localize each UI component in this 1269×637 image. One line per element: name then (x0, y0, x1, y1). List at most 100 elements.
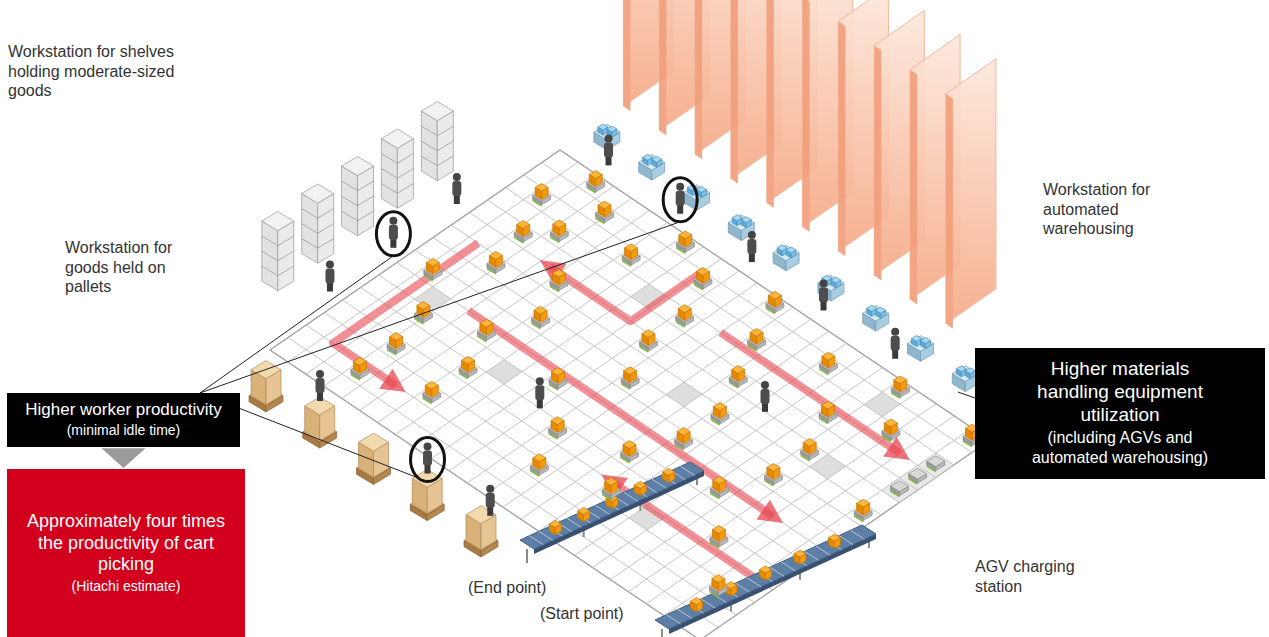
benefit-box: Higher materials handling equipment util… (975, 348, 1265, 479)
agv-robot (694, 268, 712, 290)
conveyor-roller (681, 466, 695, 475)
shelf-level (421, 126, 453, 136)
benefit-box: Higher worker productivity(minimal idle … (7, 393, 240, 447)
worker-head (326, 261, 334, 269)
goods-bin (652, 156, 662, 167)
box-face (421, 102, 453, 121)
box-face (857, 499, 870, 507)
shelf-level (381, 184, 413, 194)
box-title: Higher worker productivity (15, 400, 232, 420)
shelf-level (302, 209, 334, 219)
worker-body (676, 191, 685, 206)
shelf-level (381, 154, 413, 164)
agv-robot (748, 329, 766, 351)
rack-edge (695, 0, 702, 160)
box-face (713, 476, 726, 484)
grid-line (664, 416, 954, 616)
worker-body (452, 181, 461, 196)
agv-robot (620, 441, 638, 463)
workstation-label: Workstation for automated warehousing (1043, 180, 1155, 239)
conveyor-roller (736, 583, 750, 592)
agv-bumper (963, 441, 972, 446)
box-face (750, 329, 763, 337)
box-face (908, 336, 934, 352)
agv-robot (487, 252, 505, 274)
box-face (652, 156, 662, 162)
box-face (697, 268, 710, 276)
box-face (822, 352, 835, 360)
worker-body (535, 385, 544, 400)
worker-body (389, 225, 398, 240)
agv-robot (709, 575, 727, 597)
agv-load (533, 454, 546, 470)
grid-line (306, 174, 596, 374)
agv-robot (533, 184, 551, 206)
box-face (262, 212, 294, 231)
floor-grid (270, 150, 990, 637)
endpoint-label: (End point) (468, 578, 546, 598)
worker-legs (892, 350, 898, 359)
grid-line (431, 259, 721, 459)
agv-load (605, 478, 618, 494)
worker-legs (537, 399, 543, 408)
conveyor-roller (770, 567, 784, 576)
agv-robot (710, 476, 728, 498)
box-face (691, 598, 703, 605)
box-face (712, 575, 725, 583)
agv-robot (766, 291, 784, 313)
worker-figure (761, 381, 770, 412)
floor-cell (864, 392, 900, 417)
box-face (639, 155, 665, 171)
agv-bumper (459, 373, 468, 378)
agv-robot (532, 306, 550, 328)
box-face (786, 247, 796, 253)
agv-robot (595, 201, 613, 223)
conveyor-goods (829, 534, 841, 548)
conveyor-roller (529, 536, 543, 545)
highlight-circle (376, 212, 410, 256)
startpoint-label: (Start point) (540, 604, 624, 624)
box-face (634, 481, 646, 488)
box-face (712, 526, 725, 534)
goods-bin (867, 305, 877, 316)
agv-bumper (891, 393, 900, 398)
worker-figure (316, 370, 325, 401)
box-face (598, 201, 611, 209)
agv-load (679, 231, 692, 247)
agv-robot (676, 305, 694, 327)
conveyor-side (534, 471, 704, 554)
worker-figure (389, 217, 398, 248)
agv-load (425, 381, 438, 397)
box-face (625, 244, 638, 252)
agv-robot (621, 367, 639, 389)
agv-bumper (351, 375, 360, 380)
agv-bumper (532, 323, 541, 328)
agv-robot (414, 302, 432, 324)
agv-load (551, 417, 564, 433)
agv-bumper (477, 336, 486, 341)
highlight-circle (663, 178, 697, 222)
flow-arrow (102, 448, 146, 468)
agv-robot (550, 269, 568, 291)
agv-robot (882, 419, 900, 441)
worker-figure (423, 443, 432, 474)
goods-bin (786, 247, 796, 258)
box-face (642, 330, 655, 338)
agv-bumper (890, 491, 899, 496)
agv-load (535, 184, 548, 200)
conveyor-leg (526, 549, 528, 563)
agv-robot (711, 403, 729, 425)
worker-legs (487, 507, 493, 516)
box-face (390, 333, 403, 341)
agv-bumper (927, 466, 936, 471)
worker-head (748, 231, 756, 239)
agv-load (768, 291, 781, 307)
conveyor-belt (520, 462, 704, 549)
worker-head (389, 217, 397, 225)
agv-bumper (514, 237, 523, 242)
agv-bumper (909, 479, 918, 484)
goods-bin (777, 245, 787, 256)
leader-line (200, 222, 680, 393)
worker-figure (325, 261, 334, 292)
agv-route-arrow (721, 333, 900, 454)
